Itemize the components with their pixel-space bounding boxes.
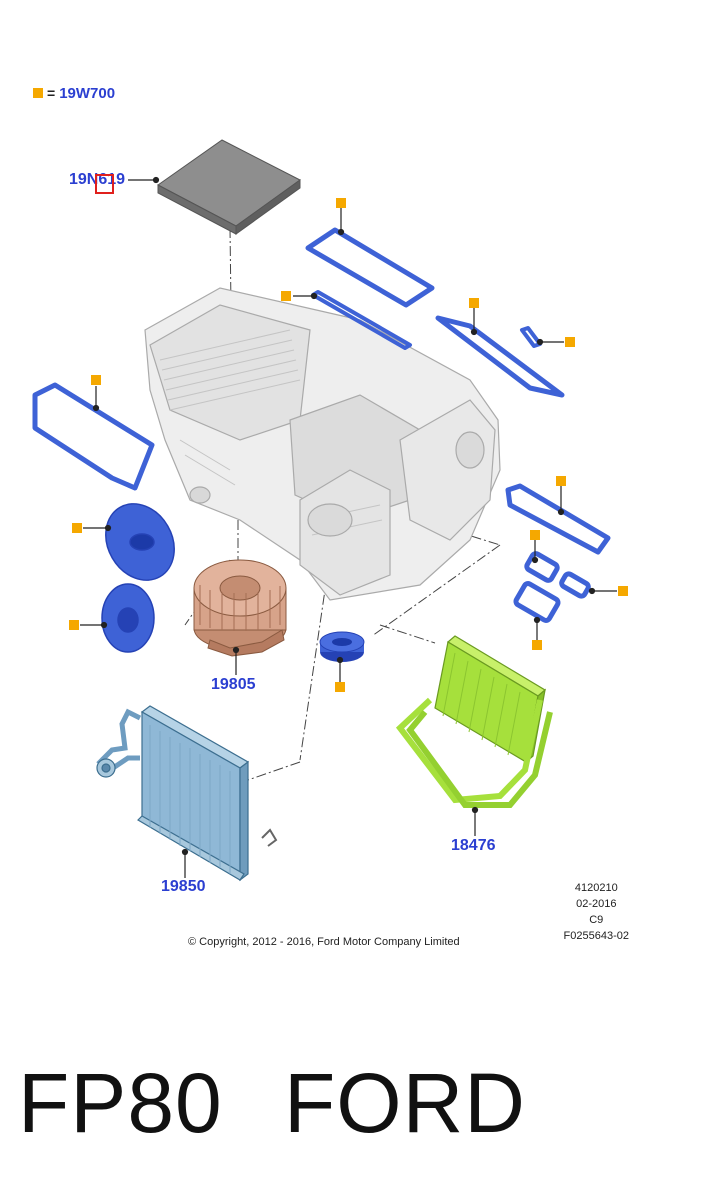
gaskets (32, 227, 611, 623)
grommet (319, 631, 365, 662)
callout-heater-core: 18476 (451, 837, 496, 854)
marker (336, 198, 346, 208)
callout-evaporator: 19850 (161, 878, 206, 895)
footer-model: FP80 (18, 1056, 223, 1150)
legend-part-number: 19W700 (59, 84, 116, 102)
marker (565, 337, 575, 347)
drawing-meta: 4120210 02-2016 C9 F0255643-02 (564, 880, 629, 944)
marker (556, 476, 566, 486)
reference-markers (69, 198, 628, 692)
leader-lines (80, 176, 617, 878)
footer-brand: FORD (284, 1056, 526, 1150)
marker (91, 375, 101, 385)
highlight-box (95, 174, 114, 194)
marker (72, 523, 82, 533)
meta-line-3: C9 (589, 914, 604, 926)
meta-line-1: 4120210 (574, 882, 618, 894)
cabin-filter (157, 139, 301, 235)
marker (281, 291, 291, 301)
marker (469, 298, 479, 308)
marker (618, 586, 628, 596)
hvac-housing (144, 287, 501, 601)
meta-line-2: 02-2016 (576, 898, 617, 910)
marker (530, 530, 540, 540)
marker (69, 620, 79, 630)
copyright-text: © Copyright, 2012 - 2016, Ford Motor Com… (188, 936, 460, 948)
legend: = 19W700 (33, 84, 115, 102)
blower-motor (193, 559, 287, 657)
hvac-exploded-diagram (32, 139, 628, 882)
marker (532, 640, 542, 650)
legend-square-icon (33, 88, 43, 98)
heater-core (395, 635, 553, 808)
seal-plates (101, 503, 175, 653)
evaporator (96, 705, 278, 882)
callout-blower-motor: 19805 (211, 676, 256, 693)
legend-equals: = (47, 85, 56, 101)
marker (335, 682, 345, 692)
meta-line-4: F0255643-02 (563, 930, 629, 942)
